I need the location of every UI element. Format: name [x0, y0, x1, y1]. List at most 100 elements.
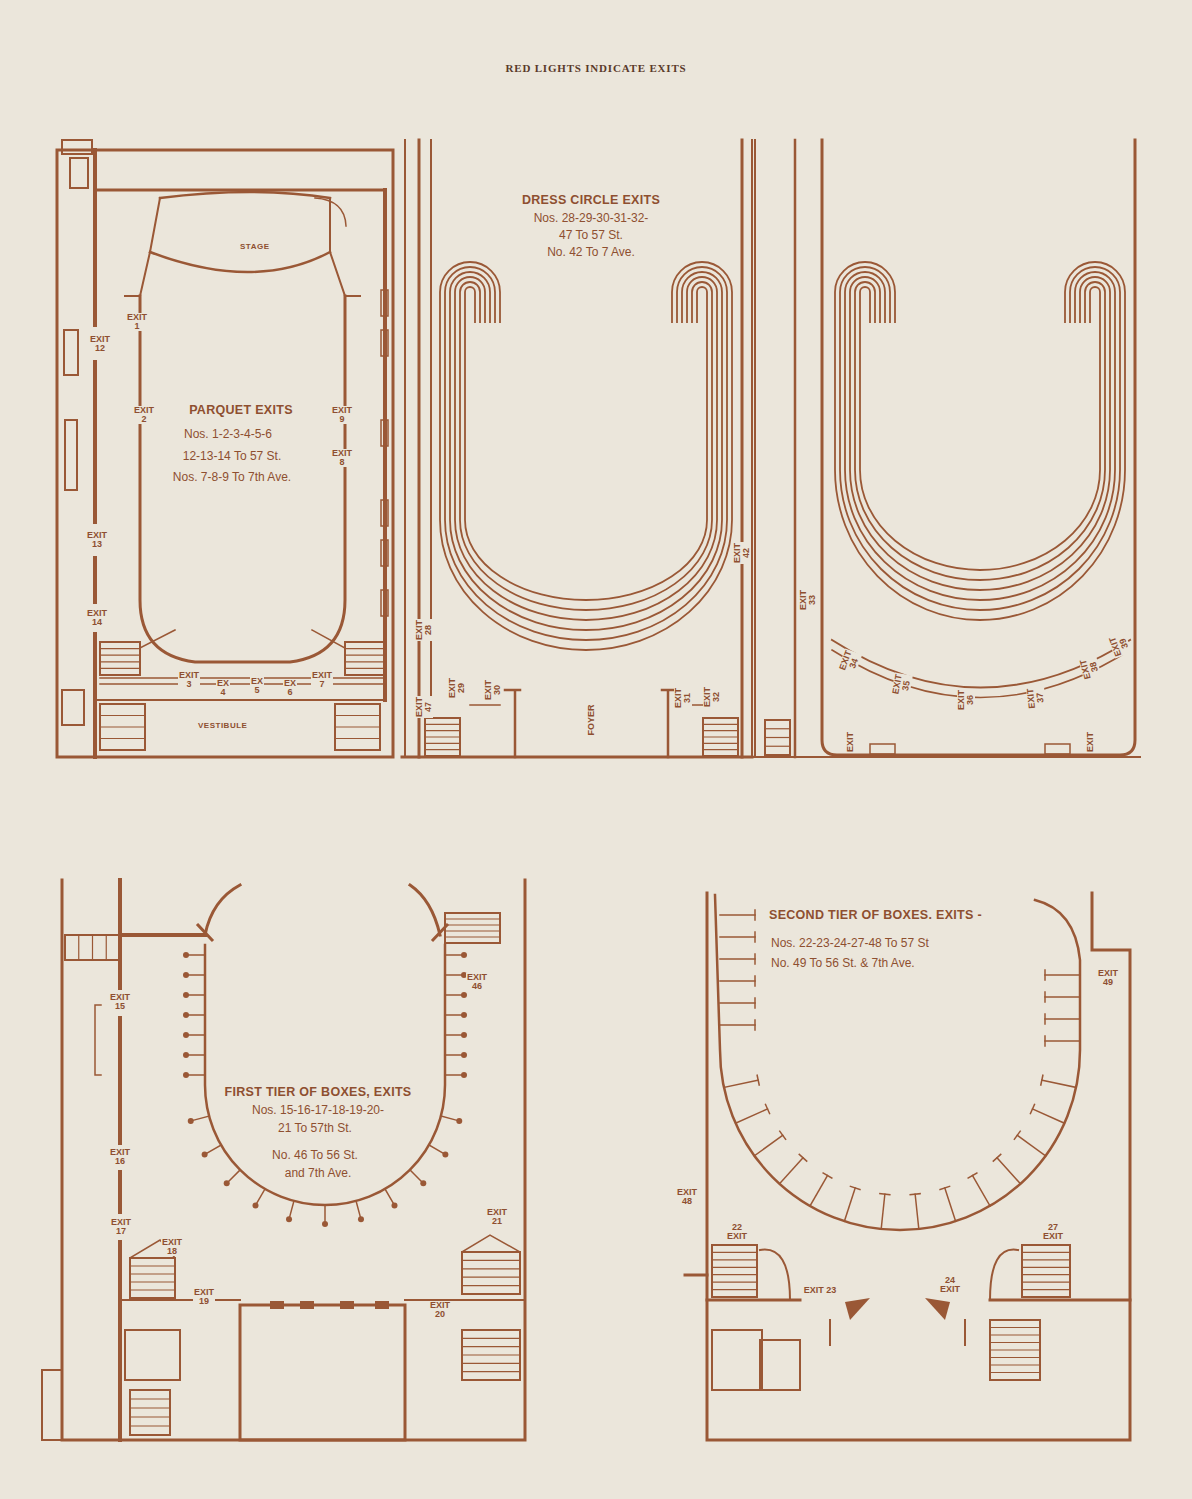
- plan-line: [462, 1346, 520, 1347]
- plan-line: [720, 958, 755, 960]
- plan-line: [345, 655, 385, 656]
- box-seat: [420, 1180, 426, 1186]
- plan-line: [703, 724, 738, 725]
- plan-line: [712, 1259, 757, 1260]
- plan-line: [345, 661, 385, 662]
- plan-room: [1045, 744, 1070, 754]
- plan-room: [381, 330, 388, 356]
- plan-line: [130, 1398, 170, 1399]
- exit-label: EXIT 32: [703, 686, 721, 708]
- plan-line: [712, 1282, 757, 1283]
- plan-line: [794, 140, 797, 757]
- plan-line: [754, 1135, 782, 1156]
- plan-line: [445, 924, 500, 925]
- plan-line: [757, 1075, 759, 1085]
- plan-room: [240, 1305, 405, 1440]
- plan-room: [712, 1330, 762, 1390]
- heading-text: Nos. 1-2-3-4-5-6: [183, 428, 273, 440]
- plan-line: [130, 1425, 170, 1426]
- plan-line: [1022, 1282, 1070, 1283]
- box-seat: [461, 952, 467, 958]
- plan-line: [990, 1334, 1040, 1335]
- exit-label: EXIT 47: [415, 696, 433, 718]
- plan-room: [335, 704, 380, 750]
- plan-line: [445, 1014, 461, 1016]
- box-seat: [286, 1216, 292, 1222]
- plan-line: [425, 743, 460, 744]
- exit-label: EXIT: [1086, 731, 1095, 753]
- plan-line: [1030, 1104, 1034, 1113]
- plan-line: [257, 1189, 265, 1203]
- plan-line: [324, 1205, 326, 1221]
- plan-line: [1042, 1080, 1076, 1087]
- plan-line: [685, 1274, 707, 1277]
- plan-line: [830, 1320, 965, 1345]
- exit-label: EXIT 7: [311, 671, 333, 689]
- plan-line: [1045, 996, 1080, 998]
- plan-line: [720, 1002, 755, 1004]
- heading-text: FIRST TIER OF BOXES, EXITS: [224, 1086, 413, 1099]
- plan-line: [229, 1170, 240, 1181]
- plan-line: [760, 1250, 790, 1300]
- plan-line: [445, 936, 500, 937]
- plan-line: [335, 715, 380, 716]
- plan-line: [130, 1281, 175, 1282]
- plan-line: [385, 1189, 393, 1203]
- plan-line: [990, 1364, 1040, 1365]
- plan-room: [62, 690, 84, 725]
- plan-line: [150, 252, 330, 272]
- exit-label: EXIT 31: [674, 687, 692, 709]
- plan-line: [1045, 974, 1080, 976]
- exit-label: EXIT 28: [415, 619, 433, 641]
- heading-text: DRESS CIRCLE EXITS: [521, 194, 661, 207]
- plan-line: [189, 1014, 205, 1016]
- exit-label: EXIT 17: [110, 1218, 132, 1236]
- plan-line: [1044, 1014, 1046, 1024]
- exit-label: EXIT 18: [161, 1238, 183, 1256]
- plan-line: [990, 1342, 1040, 1343]
- plan-line: [707, 893, 1130, 1440]
- plan-line: [189, 1034, 205, 1036]
- plan-line: [844, 1188, 855, 1221]
- plan-line: [765, 728, 790, 729]
- box-seat: [183, 1052, 189, 1058]
- exit-label: EXIT 8: [331, 449, 353, 467]
- plan-line: [93, 150, 97, 757]
- exit-label: EXIT 1: [126, 313, 148, 331]
- exit-label: EXIT 3: [178, 671, 200, 689]
- box-seat: [322, 1221, 328, 1227]
- plan-line: [462, 1338, 520, 1339]
- area-name: STAGE: [240, 242, 270, 251]
- box-seat: [461, 1012, 467, 1018]
- plan-line: [125, 295, 360, 297]
- plan-line: [1044, 1036, 1046, 1046]
- box-seat: [183, 1032, 189, 1038]
- exit-label: EXIT 49: [1097, 969, 1119, 987]
- plan-line: [990, 1357, 1040, 1358]
- plan-line: [345, 668, 385, 669]
- plan-line: [100, 715, 145, 716]
- plan-room: [462, 1330, 520, 1380]
- plan-line: [130, 1407, 170, 1408]
- plan-line: [130, 1273, 175, 1274]
- exit-label: EXIT 9: [331, 406, 353, 424]
- exit-label: 22 EXIT: [726, 1223, 748, 1241]
- box-seat: [461, 992, 467, 998]
- plan-line: [780, 1158, 803, 1184]
- plan-line: [973, 1176, 991, 1206]
- plan-line: [345, 648, 385, 649]
- plan-line: [703, 749, 738, 750]
- vestibule-area: VESTIBULE: [195, 719, 251, 732]
- plan-room: [381, 290, 388, 316]
- plan-line: [194, 1116, 209, 1120]
- plan-line: [189, 1074, 205, 1076]
- plan-line: [315, 198, 346, 226]
- plan-line: [712, 1274, 757, 1275]
- plan-line: [445, 267, 727, 640]
- plan-line: [445, 918, 500, 919]
- plan-line: [462, 1371, 520, 1372]
- plan-line: [140, 252, 345, 296]
- plan-line: [707, 1299, 1130, 1302]
- box-seat: [188, 1118, 194, 1124]
- plan-line: [445, 1054, 461, 1056]
